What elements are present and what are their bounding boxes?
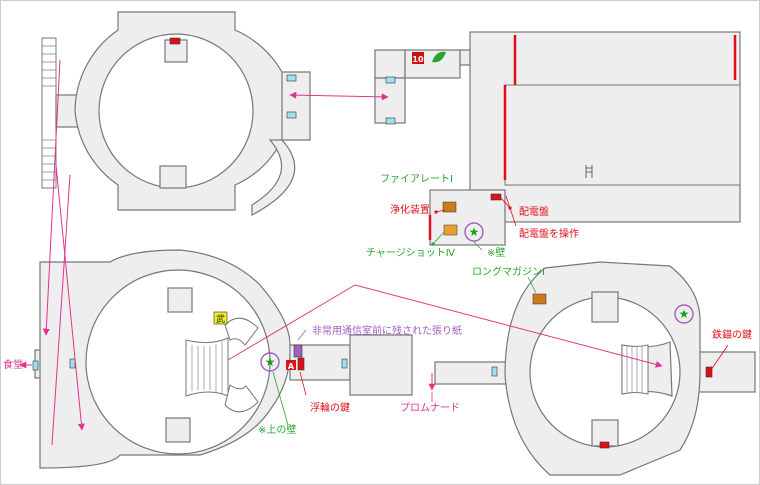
bl-notch-bottom (165, 417, 191, 443)
fire-ammo-icon (442, 201, 457, 213)
top-left-inner-notch-bottom (159, 165, 187, 189)
top-left-hall (41, 11, 311, 216)
charge-shot-icon (443, 224, 458, 236)
bl-door-inner (69, 358, 76, 369)
long-magazine-icon (532, 293, 547, 305)
float-key-door (297, 357, 305, 371)
leaf-icon (432, 51, 446, 63)
label-power-panel: 配電盤 (519, 205, 549, 218)
weapon-marker (213, 311, 228, 325)
map-labels: ファイアレートⅠ 浄化装置 チャージショットⅣ ※壁 配電盤 配電盤を操作 ロン… (3, 174, 752, 436)
br-door-west (491, 366, 498, 377)
tr-door-2 (385, 117, 396, 125)
bottom-right-hall: ★ (434, 261, 756, 476)
weapon-label: 武 (216, 313, 225, 325)
tr-room-link (459, 49, 471, 66)
br-west-corridor (434, 361, 516, 385)
iron-key-door (705, 366, 713, 378)
top-left-red-door (169, 37, 181, 45)
bl-door-west (32, 360, 39, 371)
power-panel-marker (490, 193, 502, 201)
label-notice: 非常用通信室前に残された張り紙 (312, 324, 462, 337)
top-left-curve-corridor (251, 139, 296, 216)
label-long-magazine: ロングマガジンⅠ (472, 265, 545, 278)
top-right-building: 10 ★ (374, 31, 741, 246)
br-notch-bottom (591, 419, 619, 447)
room-number: 10 (412, 55, 424, 64)
star-icon: ★ (265, 355, 276, 369)
bl-east-room (349, 334, 413, 396)
bl-door-east (341, 358, 348, 369)
label-purifier: 浄化装置 (390, 203, 430, 216)
tr-room-left-bottom (374, 77, 406, 124)
label-operate-panel: 配電盤を操作 (519, 227, 579, 240)
notice-marker (293, 344, 303, 358)
top-left-door-1 (286, 74, 297, 82)
bl-stair-upper (224, 317, 259, 346)
br-notch-top (591, 291, 619, 323)
br-red-door-bottom (599, 441, 610, 449)
area-a-label: A (288, 362, 295, 371)
wall-marker-ring (464, 222, 484, 242)
tr-room-left-top (374, 49, 406, 79)
label-upper-wall: ※上の壁 (258, 423, 296, 436)
label-promenade: プロムナード (400, 402, 460, 414)
label-note-wall: ※壁 (487, 246, 505, 259)
star-icon: ★ (679, 307, 690, 321)
top-left-door-2 (286, 111, 297, 119)
bl-stair-lower (224, 384, 259, 413)
tr-inner-room (504, 84, 741, 186)
area-a-marker (286, 360, 296, 370)
label-fire-ammo: ファイアレートⅠ (380, 174, 453, 185)
label-float-key: 浮輪の鍵 (310, 401, 350, 414)
stair-left-top (41, 37, 57, 189)
connection-arrows (19, 59, 663, 446)
room-number-marker (412, 52, 424, 64)
bottom-left-hall: 武 A ★ (32, 249, 413, 469)
br-wall-ring (674, 304, 694, 324)
label-charge-shot: チャージショットⅣ (366, 247, 456, 259)
label-dining: 食堂 (3, 358, 23, 371)
leader-lines (272, 195, 729, 426)
star-icon: ★ (469, 225, 480, 239)
bl-notch-top (167, 287, 193, 313)
upper-wall-ring (260, 352, 280, 372)
tr-door-1 (385, 76, 396, 84)
br-fan-stair (621, 344, 649, 395)
label-iron-key: 鉄錨の鍵 (712, 328, 752, 341)
